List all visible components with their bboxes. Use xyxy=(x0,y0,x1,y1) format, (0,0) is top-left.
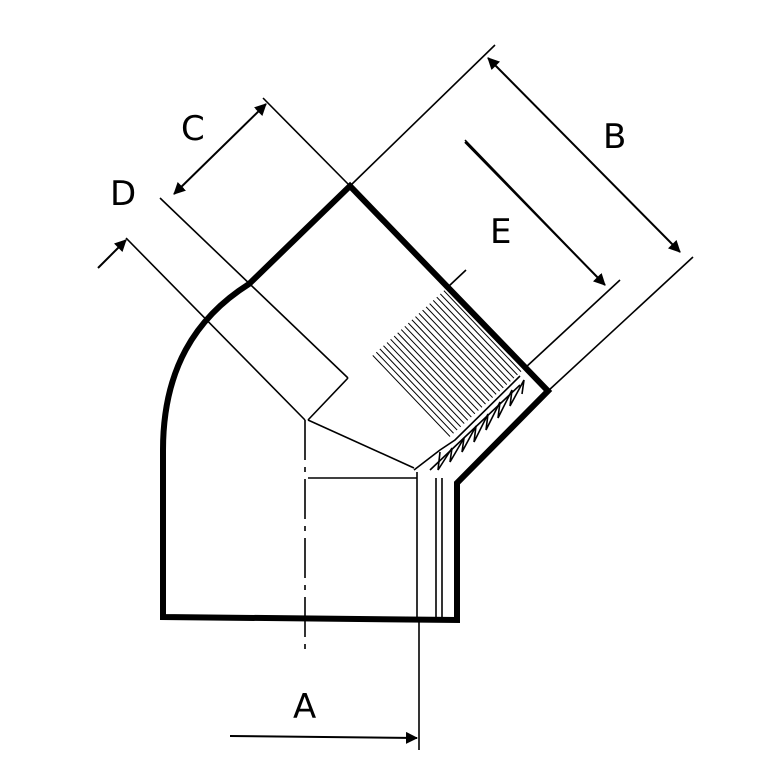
label-B: B xyxy=(603,117,626,157)
thread-line xyxy=(370,286,525,460)
thread-line xyxy=(380,286,525,450)
fitting-outline xyxy=(160,181,553,624)
thread-line xyxy=(465,286,525,365)
dimension-B xyxy=(487,57,681,253)
thread-line xyxy=(360,286,525,463)
label-C: C xyxy=(181,109,205,149)
thread-teeth xyxy=(437,379,525,471)
label-E: E xyxy=(490,212,511,252)
thread-line xyxy=(374,286,525,456)
thread-line xyxy=(377,286,525,453)
dimension-E xyxy=(464,141,606,286)
thread-hatching xyxy=(348,286,525,463)
dimension-A xyxy=(229,731,418,744)
thread-line xyxy=(387,286,525,443)
label-A: A xyxy=(293,687,316,727)
thread-line xyxy=(350,286,525,463)
dimension-lines xyxy=(97,57,681,744)
chamfer-line-lower xyxy=(307,419,415,469)
thread-line xyxy=(363,286,525,463)
dimension-C xyxy=(173,103,267,195)
chamfer-line xyxy=(307,377,349,421)
thread-profile xyxy=(413,375,525,618)
thread-line xyxy=(384,286,525,446)
thread-line xyxy=(469,286,525,361)
label-D: D xyxy=(110,174,136,214)
dimension-D xyxy=(97,239,127,269)
